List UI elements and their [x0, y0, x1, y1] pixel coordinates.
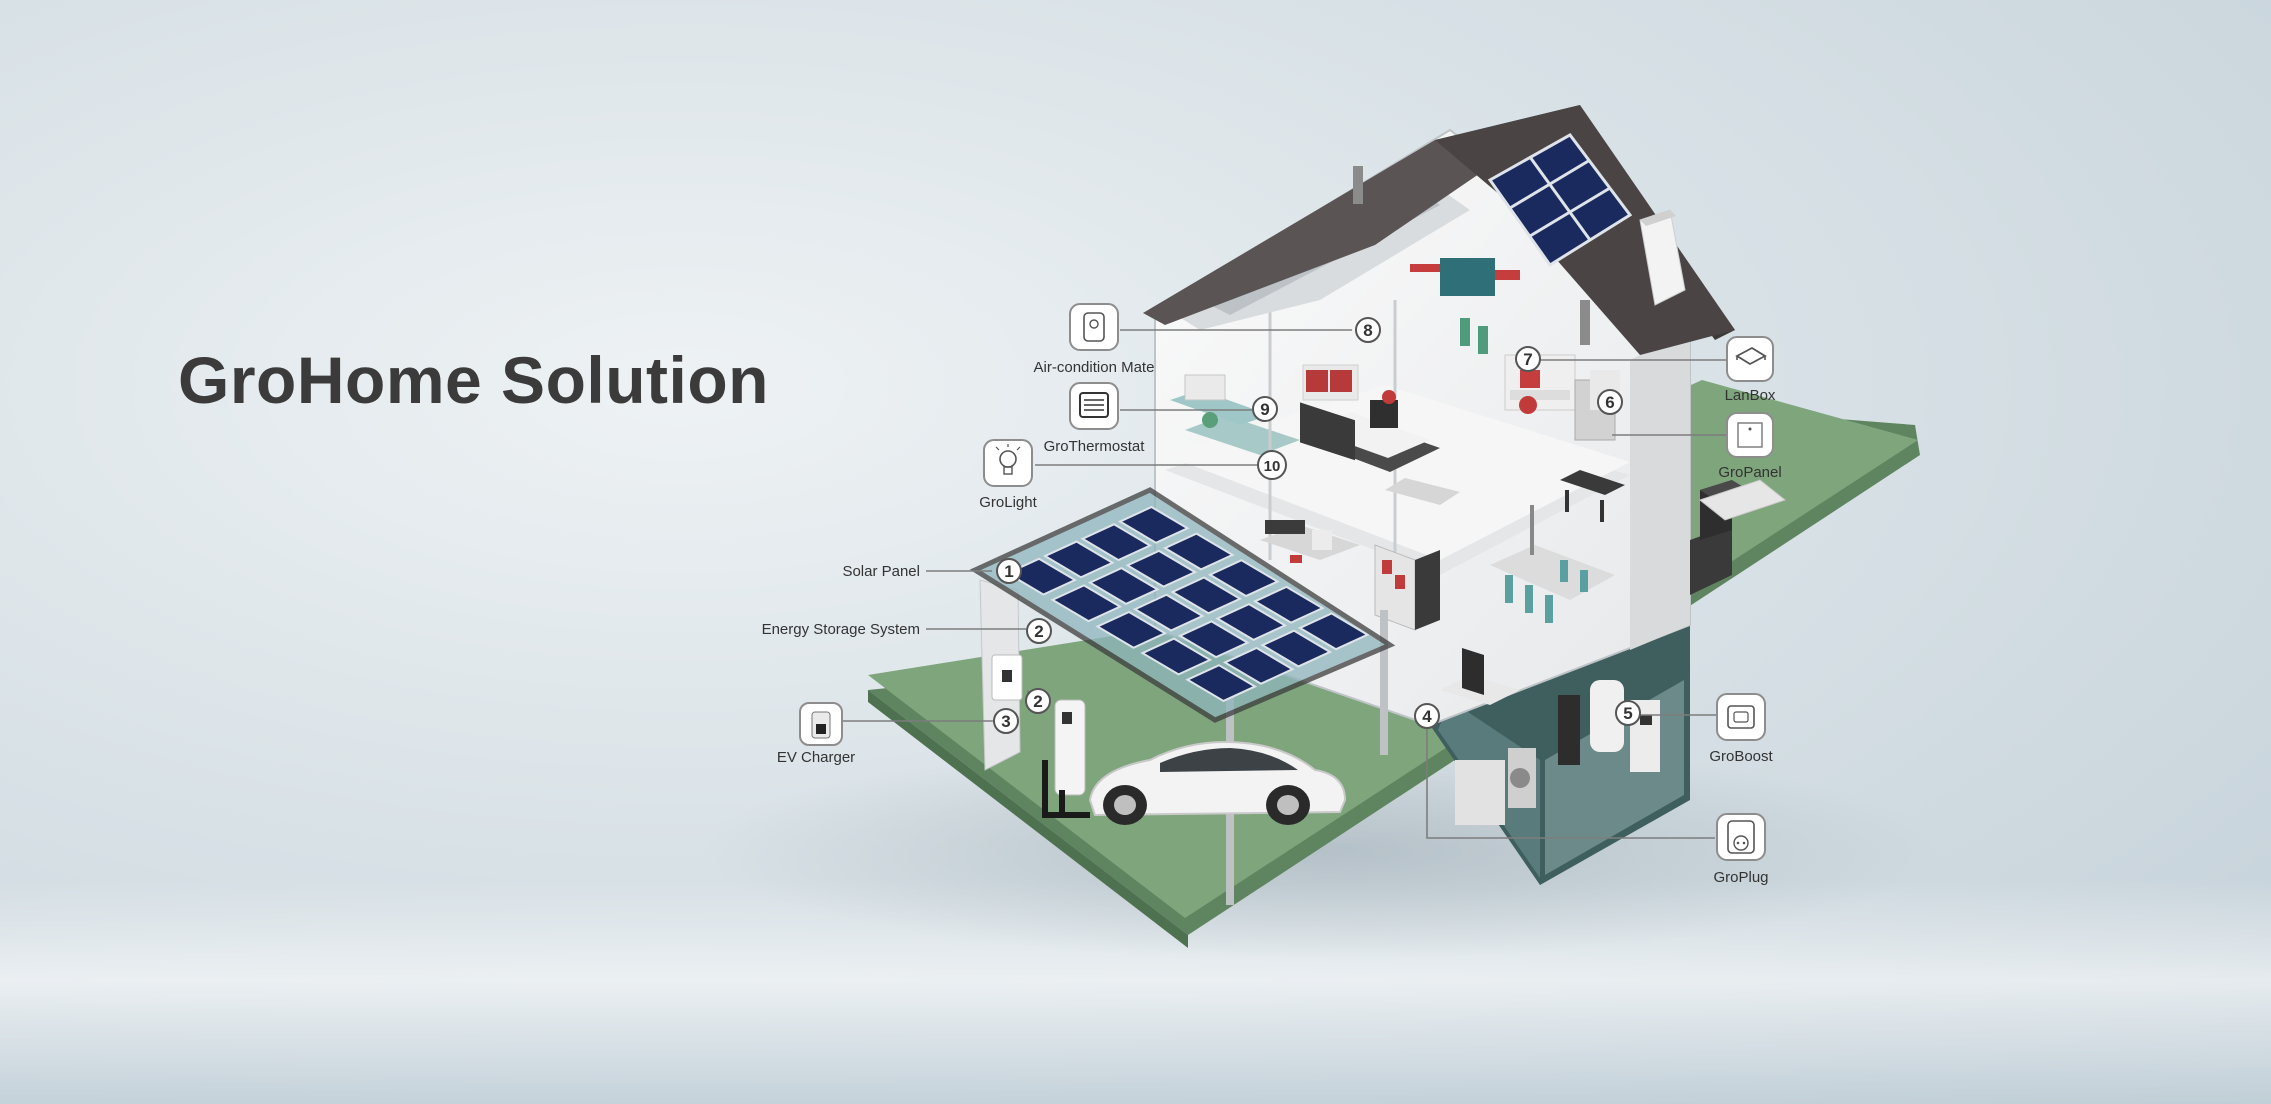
- groboost-icon: [1716, 693, 1766, 741]
- bedroom: [1300, 364, 1460, 505]
- basement: [1430, 625, 1690, 885]
- marker-9: 9: [1252, 396, 1278, 422]
- carport-solar-module: [1095, 610, 1168, 649]
- marker-1: 1: [996, 558, 1022, 584]
- label-aircon-mate: Air-condition Mate: [1034, 359, 1155, 376]
- aircon-mate-icon: [1069, 303, 1119, 351]
- outdoor-unit: [1690, 479, 1787, 595]
- groplug-icon: [1716, 813, 1766, 861]
- label-groplug: GroPlug: [1713, 869, 1768, 886]
- marker-8-number: 8: [1363, 321, 1372, 340]
- bathroom: [1170, 374, 1270, 428]
- gropanel-icon: [1726, 412, 1774, 458]
- carport-solar-module: [1297, 612, 1370, 651]
- marker-5: 5: [1615, 700, 1641, 726]
- marker-4-number: 4: [1422, 707, 1432, 726]
- marker-10: 10: [1257, 450, 1287, 480]
- marker-2b-number: 2: [1033, 692, 1042, 711]
- carport-solar-array: [1005, 505, 1370, 703]
- carport-solar-module: [1222, 646, 1295, 685]
- label-grothermostat: GroThermostat: [1044, 438, 1146, 455]
- marker-6: 6: [1597, 389, 1623, 415]
- label-energy-storage: Energy Storage System: [762, 621, 920, 638]
- marker-2b: 2: [1025, 688, 1051, 714]
- wall-charger-devices: [991, 654, 1090, 818]
- carport-solar-module: [1080, 523, 1153, 562]
- grothermostat-icon: [1069, 382, 1119, 430]
- carport-solar-module: [1125, 549, 1198, 588]
- dining-area: [1490, 470, 1625, 623]
- carport-solar-module: [1215, 602, 1288, 641]
- marker-6-number: 6: [1605, 393, 1614, 412]
- marker-2a: 2: [1026, 618, 1052, 644]
- marker-5-number: 5: [1623, 704, 1632, 723]
- carport-solar-module: [1207, 559, 1280, 598]
- ev-charger-icon: [799, 702, 843, 746]
- marker-10-number: 10: [1264, 458, 1281, 475]
- roof: [1143, 105, 1735, 355]
- carport-solar-module: [1185, 664, 1258, 703]
- carport-solar-module: [1117, 505, 1190, 544]
- marker-9-number: 9: [1260, 400, 1269, 419]
- label-solar-panel: Solar Panel: [842, 563, 920, 580]
- marker-7: 7: [1515, 346, 1541, 372]
- marker-1-number: 1: [1004, 562, 1013, 581]
- lanbox-icon: [1726, 336, 1774, 382]
- marker-4: 4: [1414, 703, 1440, 729]
- bookshelf: [1374, 544, 1440, 631]
- grolight-bulb-icon: [983, 439, 1033, 487]
- label-grolight: GroLight: [979, 494, 1037, 511]
- label-gropanel: GroPanel: [1718, 464, 1781, 481]
- callout-lines: [843, 329, 1726, 839]
- roof-solar-array: [1487, 133, 1633, 268]
- label-ev-charger: EV Charger: [777, 749, 855, 766]
- marker-3: 3: [993, 708, 1019, 734]
- electric-car: [1088, 740, 1347, 825]
- carport-solar-module: [1170, 576, 1243, 615]
- kitchen: [1260, 520, 1360, 563]
- carport-solar-module: [1177, 620, 1250, 659]
- carport-solar-module: [1140, 637, 1213, 676]
- carport-solar-module: [1132, 593, 1205, 632]
- marker-8: 8: [1355, 317, 1381, 343]
- marker-7-number: 7: [1523, 350, 1532, 369]
- carport-solar-module: [1252, 585, 1325, 624]
- label-lanbox: LanBox: [1725, 387, 1776, 404]
- carport-solar-module: [1162, 532, 1235, 571]
- page-title: GroHome Solution: [178, 343, 769, 417]
- tv-unit: [1440, 648, 1520, 705]
- marker-3-number: 3: [1001, 712, 1010, 731]
- marker-2a-number: 2: [1034, 622, 1043, 641]
- carport-solar-module: [1087, 567, 1160, 606]
- carport-solar-module: [1050, 584, 1123, 623]
- label-groboost: GroBoost: [1709, 748, 1773, 765]
- carport-solar-module: [1042, 540, 1115, 579]
- carport-solar-module: [1005, 557, 1078, 596]
- carport-solar-module: [1260, 629, 1333, 668]
